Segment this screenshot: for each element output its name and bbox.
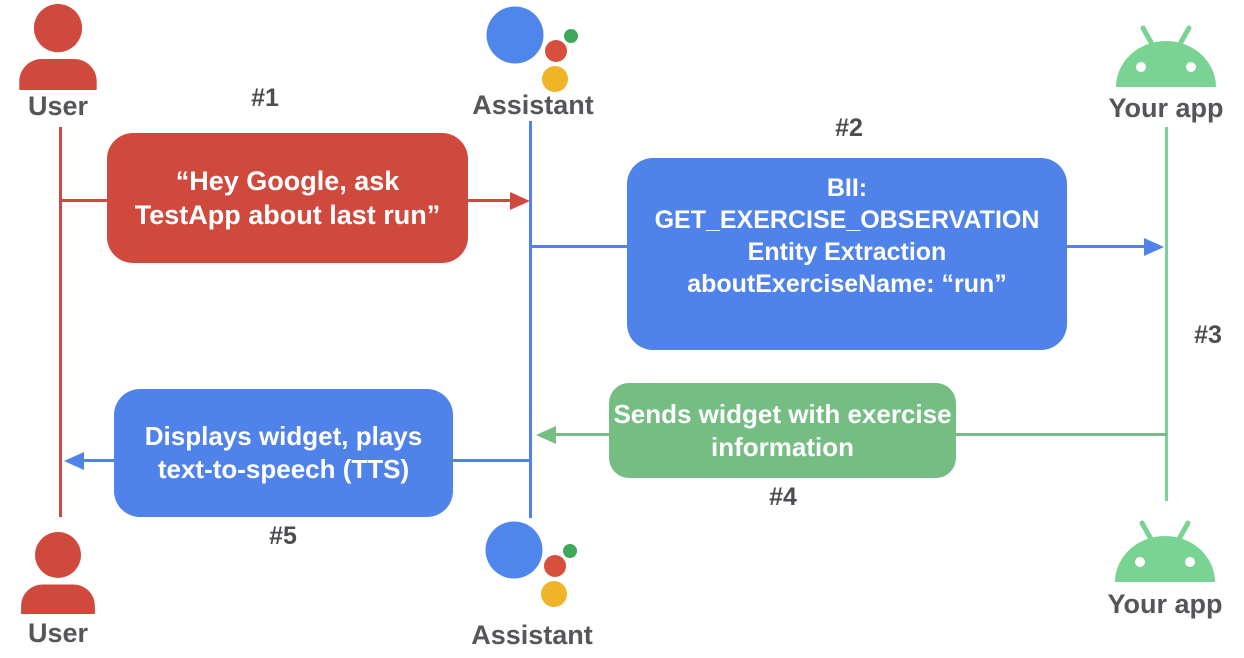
message-4-box: Sends widget with exercise information [609,383,956,478]
arrow-5-head-icon [64,452,84,470]
user-label-top: User [27,91,89,121]
message-1-box: “Hey Google, ask TestApp about last run” [107,133,468,263]
user-person-icon-top [15,2,101,92]
assistant-logo-icon-bottom [485,521,580,607]
message-1-line1: “Hey Google, ask [175,166,400,196]
app-label-bottom: Your app [1107,589,1223,619]
step-5-label: #5 [269,522,297,550]
android-robot-icon-top [1114,22,1218,88]
step-3-label: #3 [1194,321,1222,349]
step-2-label: #2 [835,114,863,142]
message-1-line2: TestApp about last run” [134,200,441,230]
message-2-line1: BII: [826,174,868,202]
step-4-label: #4 [769,483,797,511]
message-4-line1: Sends widget with exercise [613,398,952,429]
user-lifeline [59,127,62,517]
android-robot-icon-bottom [1113,517,1217,583]
message-4-line2: information [711,431,854,462]
message-2-box: BII: GET_EXERCISE_OBSERVATION Entity Ext… [627,158,1067,350]
message-5-line1: Displays widget, plays [144,421,423,451]
assistant-logo-icon-top [486,6,581,92]
message-5-line2: text-to-speech (TTS) [157,454,410,484]
step-1-label: #1 [251,84,279,112]
assistant-lifeline [529,121,532,518]
message-2-line4: aboutExerciseName: “run” [687,270,1007,298]
message-5-box: Displays widget, plays text-to-speech (T… [114,389,453,517]
arrow-1-head-icon [510,192,530,210]
user-person-icon-bottom [17,530,99,616]
user-label-bottom: User [27,618,89,648]
assistant-label-top: Assistant [472,90,594,120]
app-label-top: Your app [1108,93,1224,123]
app-lifeline [1165,127,1168,501]
arrow-2-head-icon [1144,238,1164,256]
arrow-4-head-icon [536,426,556,444]
assistant-label-bottom: Assistant [471,620,593,650]
message-2-line3: Entity Extraction [747,238,947,266]
message-2-line2: GET_EXERCISE_OBSERVATION [654,206,1040,234]
